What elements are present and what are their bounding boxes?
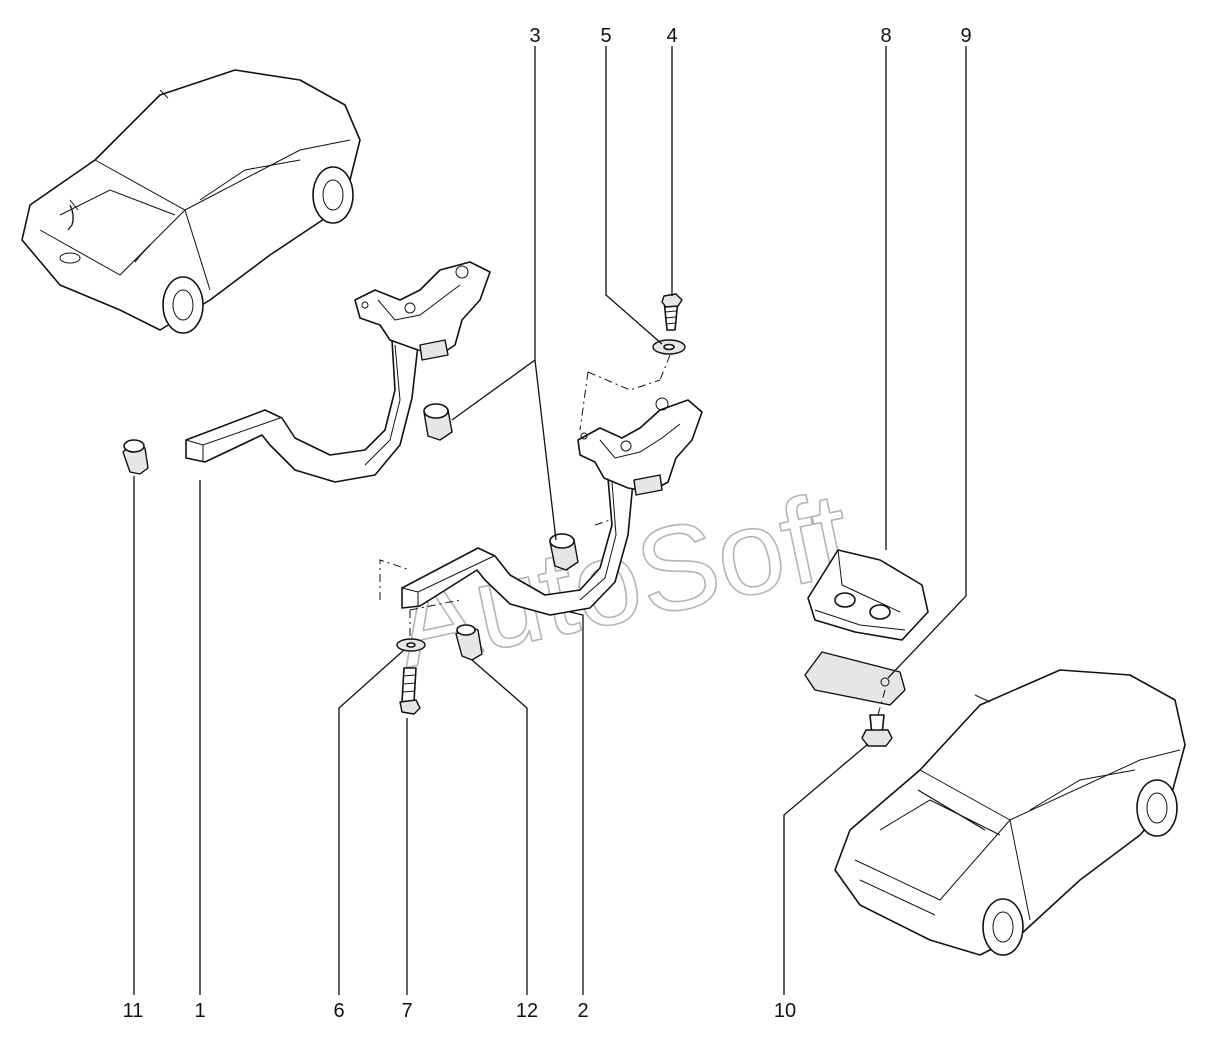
callout-9: 9 — [960, 25, 971, 47]
callout-1: 1 — [194, 1000, 205, 1022]
bolt-7 — [399, 667, 421, 715]
callout-3: 3 — [529, 25, 540, 47]
callout-6: 6 — [333, 1000, 344, 1022]
washer-6 — [396, 638, 426, 652]
callout-5: 5 — [600, 25, 611, 47]
callout-10: 10 — [774, 1000, 796, 1022]
assembly-axis-lines — [379, 354, 886, 716]
trunk-hinge-left — [185, 261, 491, 483]
bolt-10 — [861, 714, 893, 747]
callout-8: 8 — [880, 25, 891, 47]
rubber-stop-12 — [455, 624, 483, 661]
lock-striker-8 — [807, 549, 929, 641]
callout-labels: 3 5 4 8 9 11 1 6 7 12 2 10 — [123, 25, 972, 1022]
callout-4: 4 — [666, 25, 677, 47]
bushing-upper — [423, 403, 453, 441]
car-hatchback-reference-icon — [834, 669, 1186, 956]
callout-leader-lines — [133, 46, 967, 995]
callout-7: 7 — [401, 1000, 412, 1022]
callout-12: 12 — [516, 1000, 538, 1022]
rubber-stop-11 — [122, 439, 149, 475]
trunk-hinge-right — [401, 397, 703, 616]
callout-2: 2 — [577, 1000, 588, 1022]
washer-5 — [652, 339, 686, 355]
callout-11: 11 — [123, 1000, 144, 1022]
bushing-middle — [549, 533, 579, 571]
bolt-4 — [661, 293, 683, 331]
plate-9 — [804, 651, 906, 706]
car-sedan-reference-icon — [21, 69, 361, 334]
